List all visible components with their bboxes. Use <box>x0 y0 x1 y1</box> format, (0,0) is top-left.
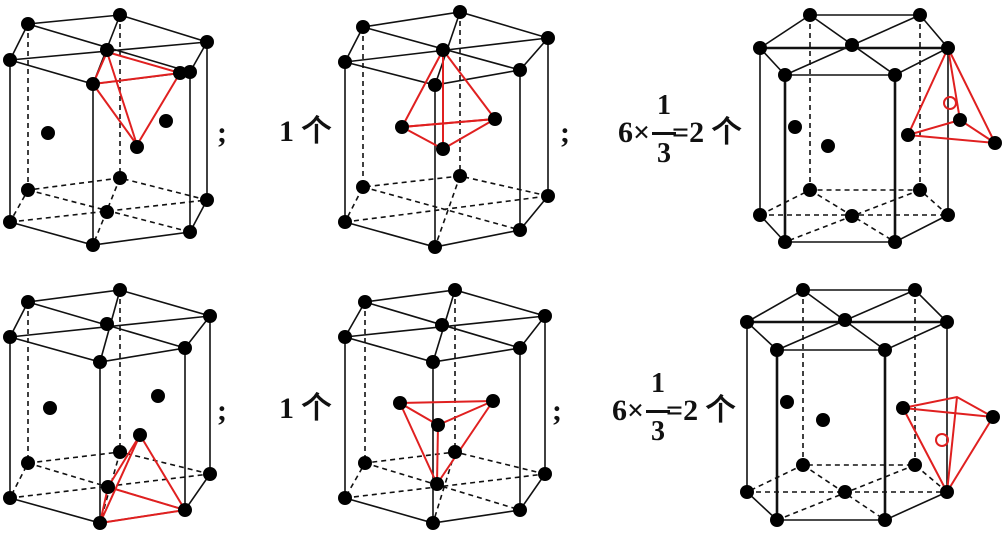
denominator: 3 <box>651 416 665 447</box>
numerator: 1 <box>657 90 671 121</box>
expr-prefix: 6× <box>612 394 645 427</box>
hcp-cell-r2c3 <box>740 283 1000 527</box>
tetrahedron-red <box>398 49 496 151</box>
tetrahedron-red <box>91 50 181 146</box>
tetrahedron-red <box>98 434 186 525</box>
semicolon: ; <box>560 116 570 149</box>
semicolon: ; <box>217 116 227 149</box>
fraction-bar <box>652 132 676 135</box>
tetrahedron-red <box>396 400 494 485</box>
hcp-cell-r1c3 <box>753 8 1002 249</box>
fraction: 1 3 <box>652 92 676 172</box>
expr-suffix: =2 个 <box>672 116 742 149</box>
fraction: 1 3 <box>646 370 670 450</box>
hcp-cell-r2c1 <box>3 283 217 530</box>
semicolon: ; <box>217 394 227 427</box>
expr-suffix: =2 个 <box>666 394 736 427</box>
expr-prefix: 6× <box>618 116 651 149</box>
count-label: 1 个 <box>279 115 332 148</box>
tetrahedron-red <box>902 395 994 493</box>
hcp-cell-r1c1 <box>3 8 214 252</box>
semicolon: ; <box>552 394 562 427</box>
numerator: 1 <box>651 368 665 399</box>
fraction-bar <box>646 410 670 413</box>
denominator: 3 <box>657 138 671 169</box>
hcp-cell-r1c2 <box>338 5 555 254</box>
count-label: 1 个 <box>279 392 332 425</box>
hcp-cell-r2c2 <box>338 283 552 530</box>
